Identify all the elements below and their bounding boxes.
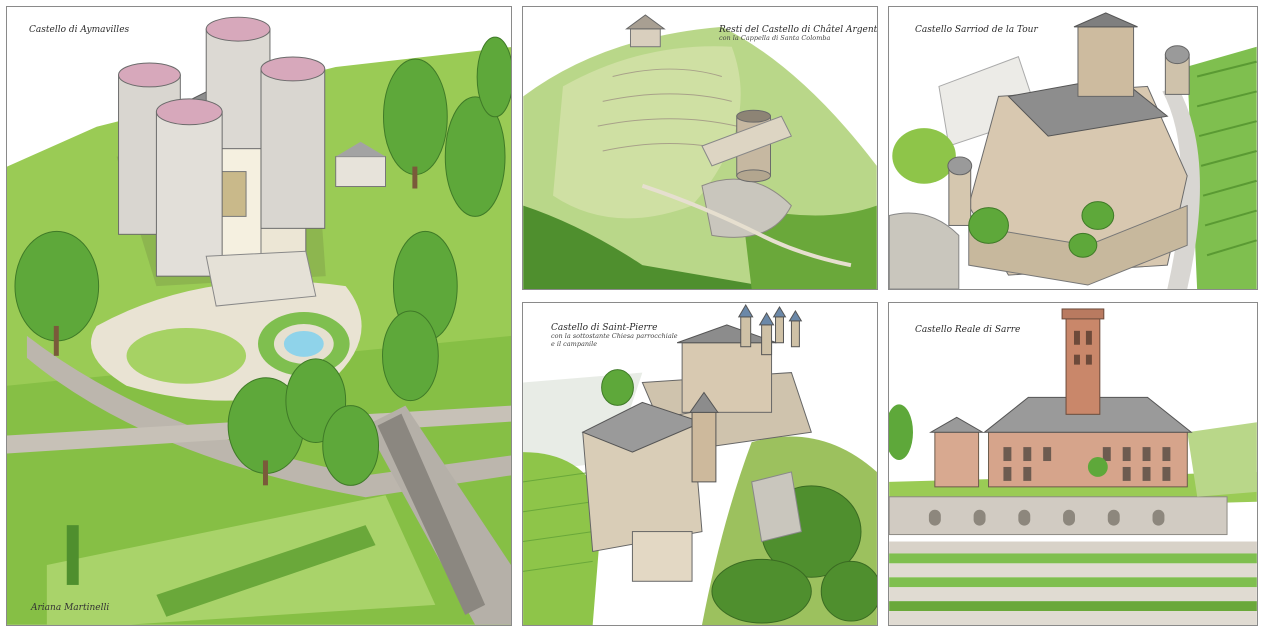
panel-sarre: Castello Reale di Sarre <box>888 302 1258 626</box>
panel-subtitle-line-2: e il campanile <box>551 339 598 348</box>
panel-chatel-argent: Resti del Castello di Châtel Argent con … <box>522 6 878 290</box>
panel-subtitle: con la Cappella di Santa Colomba <box>719 34 831 43</box>
panel-title-text: Castello di Saint-Pierre <box>551 323 658 333</box>
panel-title: Castello Sarriod de la Tour <box>915 25 1038 35</box>
panel-title: Resti del Castello di Châtel Argent con … <box>719 25 877 43</box>
panel-title: Castello di Aymavilles <box>29 25 130 35</box>
panel-aymavilles: Castello di Aymavilles Ariana Martinelli <box>6 6 512 626</box>
chatel-argent-illustration <box>523 7 877 289</box>
panel-title: Castello Reale di Sarre <box>915 325 1021 335</box>
artist-signature: Ariana Martinelli <box>31 603 110 613</box>
sarriod-illustration <box>889 7 1257 289</box>
aymavilles-illustration <box>7 7 511 625</box>
panel-sarriod: Castello Sarriod de la Tour <box>888 6 1258 290</box>
panel-title-text: Resti del Castello di Châtel Argent <box>719 25 878 35</box>
panel-title: Castello di Saint-Pierre con la sottosta… <box>551 323 678 348</box>
sarre-illustration <box>889 303 1257 625</box>
panel-subtitle-line-1: con la sottostante Chiesa parrocchiale <box>551 332 678 341</box>
panel-saint-pierre: Castello di Saint-Pierre con la sottosta… <box>522 302 878 626</box>
saint-pierre-illustration <box>523 303 877 625</box>
